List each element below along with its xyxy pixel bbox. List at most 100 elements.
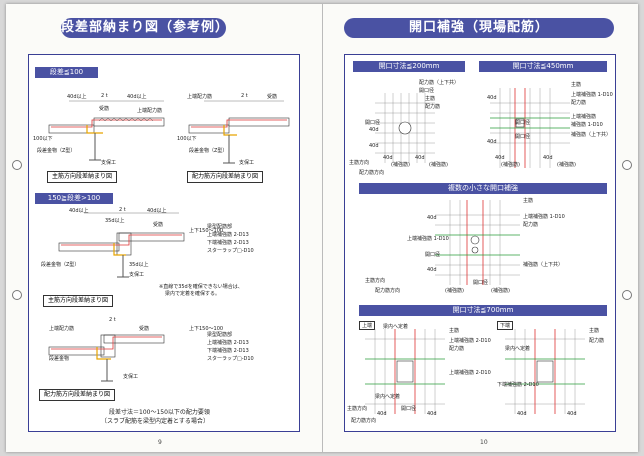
height-100-label: 100以下 [33,136,53,142]
anchor-in-beam-3: 梁内へ定着 [505,346,531,352]
multi-diameter-2: 開口径 [425,252,441,258]
dim-40d-c2: 40d [427,267,437,273]
right-content-frame: 開口寸法≦200mm 配力筋（上下共） 開口径 主筋 配力筋 開口径 40d 4… [344,54,616,432]
stirrup-label: スターラップ□-D10 [207,248,254,254]
diagram-multi-opening [435,200,520,285]
dim-2t: 2 t [101,93,108,99]
opening-700-top-reinforce: 上端補強筋 2-D10 [449,338,491,344]
reinforce-bar-b1: (補強筋) [501,162,520,168]
left-page: 段差部納まり図（参考例） 段差≦100 [6,4,323,452]
section-label-opening-700: 開口寸法≦700mm [359,305,607,316]
caption-main-step-2: 主筋方向段差納まり図 [43,295,114,307]
beam-rebar-heading-2: 梁型配筋部 [207,332,233,338]
opening-200-diameter: 開口径 [419,88,435,94]
top-reinforce-label: 上端補強筋 2-D13 [207,232,249,238]
opening-700-dist-bar-2: 配力筋 [589,338,605,344]
shoring-label-4: 支保工 [123,374,139,380]
top-reinforce-label-2: 上端補強筋 2-D13 [207,340,249,346]
dist-direction-label-a: 配力筋方向 [359,170,385,176]
caption-main-step: 主筋方向段差納まり図 [47,171,118,183]
book-spread: 段差部納まり図（参考例） 段差≦100 [6,4,638,452]
page-number-right: 10 [480,439,488,446]
receiving-bar-label: 受筋 [99,106,110,112]
top-dist-bar-label-2: 上端配力筋 [187,94,213,100]
opening-450-diameter: 開口径 [515,120,531,126]
bottom-reinforce-label: 下端補強筋 2-D13 [207,240,249,246]
diagram-step-dist [48,334,165,382]
dim-40d-b4: 40d [487,139,497,145]
main-direction-label-c: 主筋方向 [365,278,386,284]
reinforce-bar-a1: (補強筋) [391,162,410,168]
opening-700-bottom-reinforce: 下端補強筋 2-D10 [497,382,539,388]
page-number-left: 9 [158,439,162,446]
section-label-opening-200: 開口寸法≦200mm [353,61,465,72]
dim-40d-b3: 40d [487,95,497,101]
diagram-step-150 [58,212,185,278]
shoring-label: 支保工 [101,160,117,166]
section-label-step-150: 150≧段差>100 [35,193,113,204]
diagram-opening-450 [490,88,570,168]
opening-200-dist-bar-2: 配力筋 [425,104,441,110]
dim-2t-3: 2 t [119,207,126,213]
note-slab-anchorage: 〔スラブ配筋を梁型内定着とする場合〕 [101,418,209,425]
multi-top-reinforce: 上端補強筋 1-D10 [523,214,565,220]
dim-40d-b2: 40d [543,155,553,161]
reinforce-bar-c1: (補強筋) [445,288,464,294]
step-hardware-label: 段差金物（Z型） [37,148,76,154]
opening-700-top-reinforce-2: 上端補強筋 2-D10 [449,370,491,376]
dim-2t-2: 2 t [241,93,248,99]
multi-diameter: 開口径 [473,280,489,286]
receiving-bar-label-3: 受筋 [153,222,164,228]
section-label-opening-450: 開口寸法≦450mm [479,61,607,72]
binder-hole [622,160,632,170]
stirrup-label-2: スターラップ□-D10 [207,356,254,362]
dim-40d-a2: 40d [415,155,425,161]
diagram-opening-700 [365,329,585,414]
section-label-multi-opening: 複数の小さな開口補強 [359,183,607,194]
opening-450-diameter-2: 開口径 [515,134,531,140]
left-content-frame: 段差≦100 40d以上 2 t [28,54,300,432]
section-label-step-100: 段差≦100 [35,67,98,78]
tag-bottom: 下端 [497,321,514,330]
dim-40d-left-2: 40d以上 [69,208,89,214]
left-page-title: 段差部納まり図（参考例） [61,18,228,38]
dim-40d-c1: 40d [427,215,437,221]
step-hardware-label-2: 段差金物（Z型） [189,148,228,154]
dim-40d-b1: 40d [495,155,505,161]
top-dist-bar-label: 上端配力筋 [137,108,163,114]
dist-direction-label-c: 配力筋方向 [375,288,401,294]
note-step-range: 段差寸法＝100～150以下の配力要領 [109,409,210,416]
opening-200-diameter-2: 開口径 [365,120,381,126]
opening-450-reinforce-bar: 補強筋 1-D10 [571,122,603,128]
caption-dist-step: 配力筋方向段差納まり図 [187,171,264,183]
dim-40d-right: 40d以上 [127,94,147,100]
dim-40d-a4: 40d [369,143,379,149]
opening-450-top-reinforce-2: 上端補強筋 [571,114,597,120]
diagram-opening-200 [375,93,435,163]
reinforce-bar-a2: (補強筋) [429,162,448,168]
shoring-label-2: 支保工 [239,160,255,166]
binder-hole [622,290,632,300]
opening-450-reinforce-both: 補強筋（上下共） [571,132,612,138]
height-range-label-2: 上下150～100 [189,326,224,332]
opening-700-dist-bar: 配力筋 [449,346,465,352]
dim-35d-2: 35d以上 [129,262,149,268]
note-35d-line2: 梁内で定着を確保する。 [165,291,221,297]
opening-200-main-bar: 主筋 [425,96,436,102]
main-direction-label-d: 主筋方向 [347,406,368,412]
opening-450-dist-bar: 配力筋 [571,100,587,106]
opening-700-main-bar: 主筋 [449,328,460,334]
diagram-step-100 [48,100,290,164]
dim-40d-d1: 40d [377,411,387,417]
receiving-bar-label-2: 受筋 [267,94,278,100]
dist-direction-label-d: 配力筋方向 [351,418,377,424]
dim-40d-left: 40d以上 [67,94,87,100]
dim-35d-1: 35d以上 [105,218,125,224]
dim-40d-d3: 40d [517,411,527,417]
height-range-label: 上下150～100 [189,228,224,234]
dim-40d-a1: 40d [383,155,393,161]
dim-40d-d4: 40d [567,411,577,417]
caption-dist-step-2: 配力筋方向段差納まり図 [39,389,116,401]
opening-450-main-bar: 主筋 [571,82,582,88]
height-100-label-2: 100以下 [177,136,197,142]
